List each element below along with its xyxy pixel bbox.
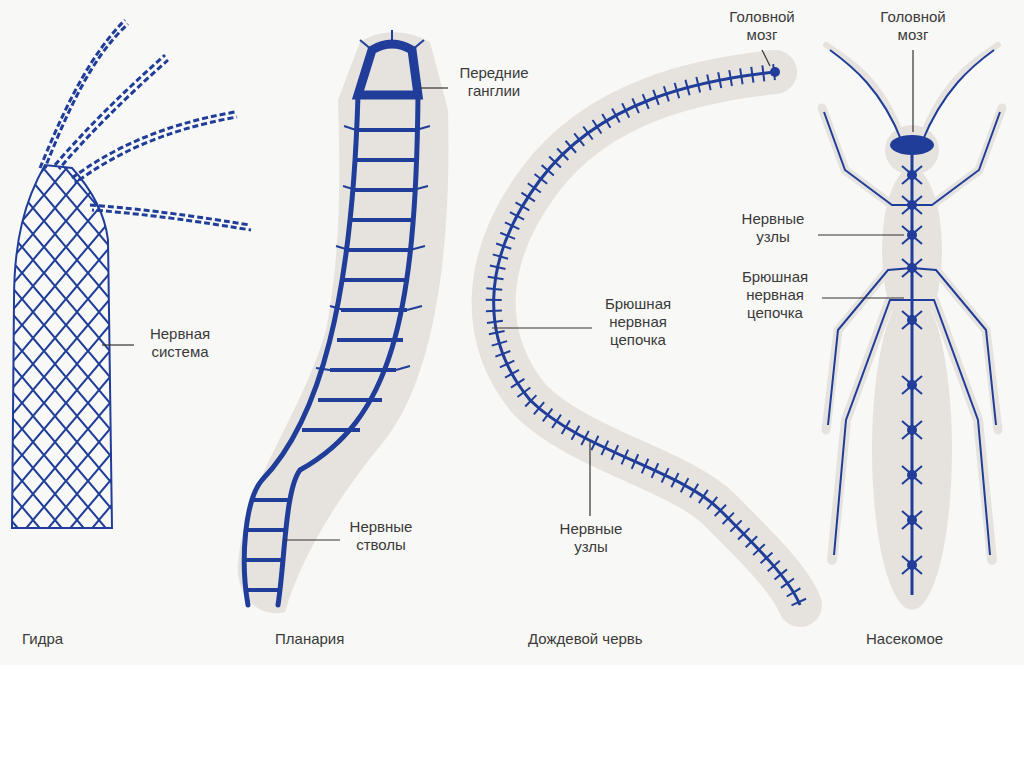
insect-figure-part	[902, 376, 922, 394]
hydra-figure-part-part	[90, 205, 250, 225]
insect-figure	[822, 45, 1002, 610]
insect-figure-part	[890, 135, 934, 155]
part-label: Брюшная нервная цепочка	[594, 295, 682, 349]
planaria-figure-part	[238, 32, 449, 613]
insect-figure-part-part	[912, 112, 1000, 205]
insect-figure-part	[902, 259, 922, 277]
planaria-figure-part-part	[244, 95, 358, 605]
insect-figure-part	[902, 226, 922, 244]
leader-lines-part	[822, 297, 904, 298]
insect-figure-part-part	[924, 45, 998, 132]
leader-lines-part	[102, 344, 134, 345]
earthworm-figure-part	[770, 67, 780, 77]
insect-figure-part	[902, 466, 922, 484]
insect-figure-part-part	[834, 300, 912, 555]
part-label: Нервная система	[136, 325, 224, 361]
part-label: Головной мозг	[718, 8, 806, 44]
insect-figure-part-part	[922, 50, 994, 142]
planaria-figure-part-part	[245, 500, 290, 590]
leader-lines	[102, 50, 913, 540]
insect-figure-part-part	[932, 108, 1002, 205]
planaria-figure-part	[316, 30, 430, 370]
leader-lines-part	[589, 442, 590, 516]
hydra-figure-part-part	[55, 55, 165, 165]
figure-caption: Гидра	[22, 630, 63, 648]
hydra-figure-part-part	[45, 24, 128, 168]
part-label: Нервные узлы	[730, 210, 816, 246]
leader-lines-part	[420, 87, 448, 88]
insect-figure-part-part	[822, 108, 892, 205]
leader-lines-part	[762, 50, 770, 66]
figure-caption: Планария	[275, 630, 344, 648]
insect-figure-part-part	[912, 268, 996, 425]
insect-figure-part-part	[828, 268, 912, 425]
earthworm-figure-part	[494, 72, 800, 605]
part-label: Нервные узлы	[548, 520, 634, 556]
part-label: Нервные стволы	[341, 518, 421, 554]
planaria-figure-part-part	[316, 30, 430, 370]
planaria-figure	[238, 30, 449, 613]
planaria-figure-part-part	[302, 130, 416, 430]
part-label: Брюшная нервная цепочка	[730, 268, 820, 322]
insect-figure-part	[902, 166, 922, 184]
earthworm-figure-part	[494, 72, 800, 605]
insect-figure-part-part	[824, 112, 912, 205]
insect-figure-part	[911, 145, 914, 595]
insect-figure-part-part	[912, 300, 990, 555]
figure-caption: Насекомое	[866, 630, 943, 648]
insect-figure-part-part	[826, 45, 900, 132]
insect-figure-part	[902, 511, 922, 529]
insect-figure-part-part	[830, 50, 902, 142]
insect-figure-part	[902, 556, 922, 574]
picture-ground	[0, 0, 1024, 665]
earthworm-figure-part	[494, 72, 800, 605]
part-label: Передние ганглии	[450, 64, 538, 100]
leader-lines-part	[284, 539, 340, 540]
figure-caption: Дождевой червь	[528, 630, 643, 648]
insect-figure-part	[902, 311, 922, 329]
hydra-figure	[12, 20, 251, 528]
earthworm-figure	[494, 67, 800, 605]
hydra-figure-part	[12, 165, 112, 528]
leader-lines-part	[912, 50, 913, 132]
leader-lines-part	[818, 234, 904, 235]
insect-figure-part	[902, 196, 922, 214]
hydra-figure-part	[40, 20, 251, 230]
hydra-figure-part-part	[75, 117, 237, 183]
leader-lines-part	[492, 327, 592, 328]
planaria-figure-part-part	[358, 44, 418, 95]
part-label: Головной мозг	[868, 8, 958, 44]
hydra-figure-part-part	[92, 210, 251, 230]
insect-figure-part	[902, 421, 922, 439]
